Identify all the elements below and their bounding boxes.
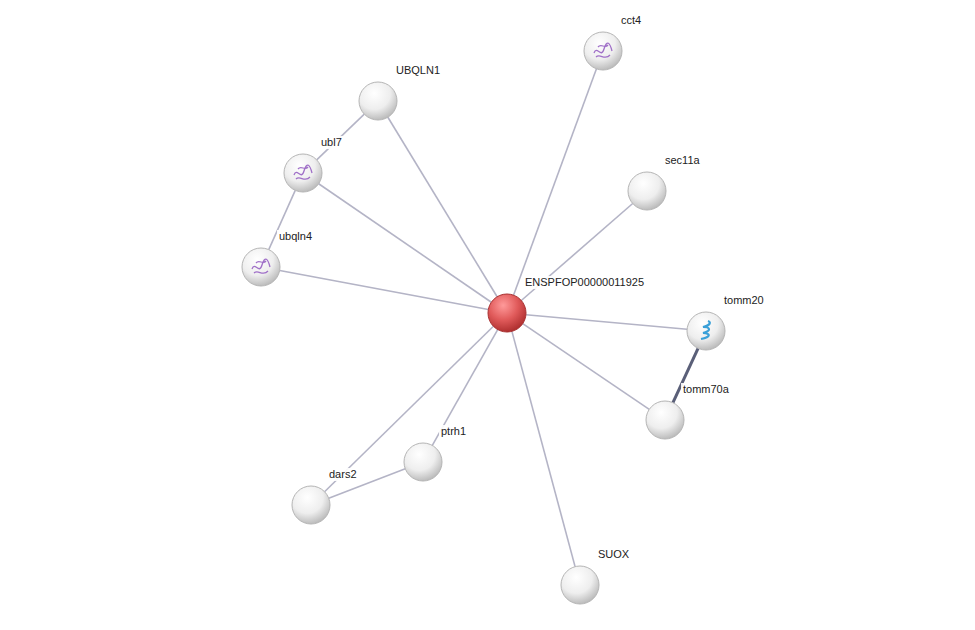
protein-node: ubl7 xyxy=(283,153,323,193)
interaction-line xyxy=(280,270,489,309)
node-sphere xyxy=(358,81,398,121)
interaction-line xyxy=(317,114,365,160)
interaction-line xyxy=(514,69,597,295)
structure-icon xyxy=(594,43,612,57)
node-sphere xyxy=(487,293,527,333)
interaction-line xyxy=(388,117,497,297)
interaction-line xyxy=(526,315,687,330)
node-label: ptrh1 xyxy=(439,425,468,438)
node-label: ENSPFOP00000011925 xyxy=(523,276,646,289)
interaction-line xyxy=(432,330,497,446)
protein-node: ptrh1 xyxy=(403,442,443,482)
protein-node: cct4 xyxy=(583,31,623,71)
protein-node: tomm20 xyxy=(686,311,726,351)
node-label: dars2 xyxy=(327,468,359,481)
node-label: ubqln4 xyxy=(277,230,314,243)
node-sphere xyxy=(686,311,726,351)
protein-node: tomm70a xyxy=(645,400,685,440)
node-sphere xyxy=(627,171,667,211)
protein-node: sec11a xyxy=(627,171,667,211)
node-label: tomm70a xyxy=(681,383,731,396)
node-sphere xyxy=(560,565,600,605)
node-sphere xyxy=(283,153,323,193)
protein-node: UBQLN1 xyxy=(358,81,398,121)
interaction-line xyxy=(512,331,575,566)
interaction-line xyxy=(325,326,494,491)
node-label: sec11a xyxy=(663,154,702,167)
node-sphere xyxy=(583,31,623,71)
node-sphere xyxy=(291,485,331,525)
node-label: SUOX xyxy=(596,548,631,561)
protein-node: dars2 xyxy=(291,485,331,525)
node-label: UBQLN1 xyxy=(394,64,442,77)
protein-node: SUOX xyxy=(560,565,600,605)
protein-node: ubqln4 xyxy=(241,247,281,287)
protein-node: ENSPFOP00000011925 xyxy=(487,293,527,333)
structure-icon xyxy=(252,259,270,273)
interaction-line xyxy=(319,184,492,302)
node-label: cct4 xyxy=(619,14,643,27)
helix-icon xyxy=(701,321,710,339)
node-label: tomm20 xyxy=(722,294,766,307)
node-sphere xyxy=(403,442,443,482)
node-sphere xyxy=(241,247,281,287)
node-label: ubl7 xyxy=(319,136,344,149)
interaction-line xyxy=(523,324,650,410)
structure-icon xyxy=(294,165,312,179)
node-sphere xyxy=(645,400,685,440)
